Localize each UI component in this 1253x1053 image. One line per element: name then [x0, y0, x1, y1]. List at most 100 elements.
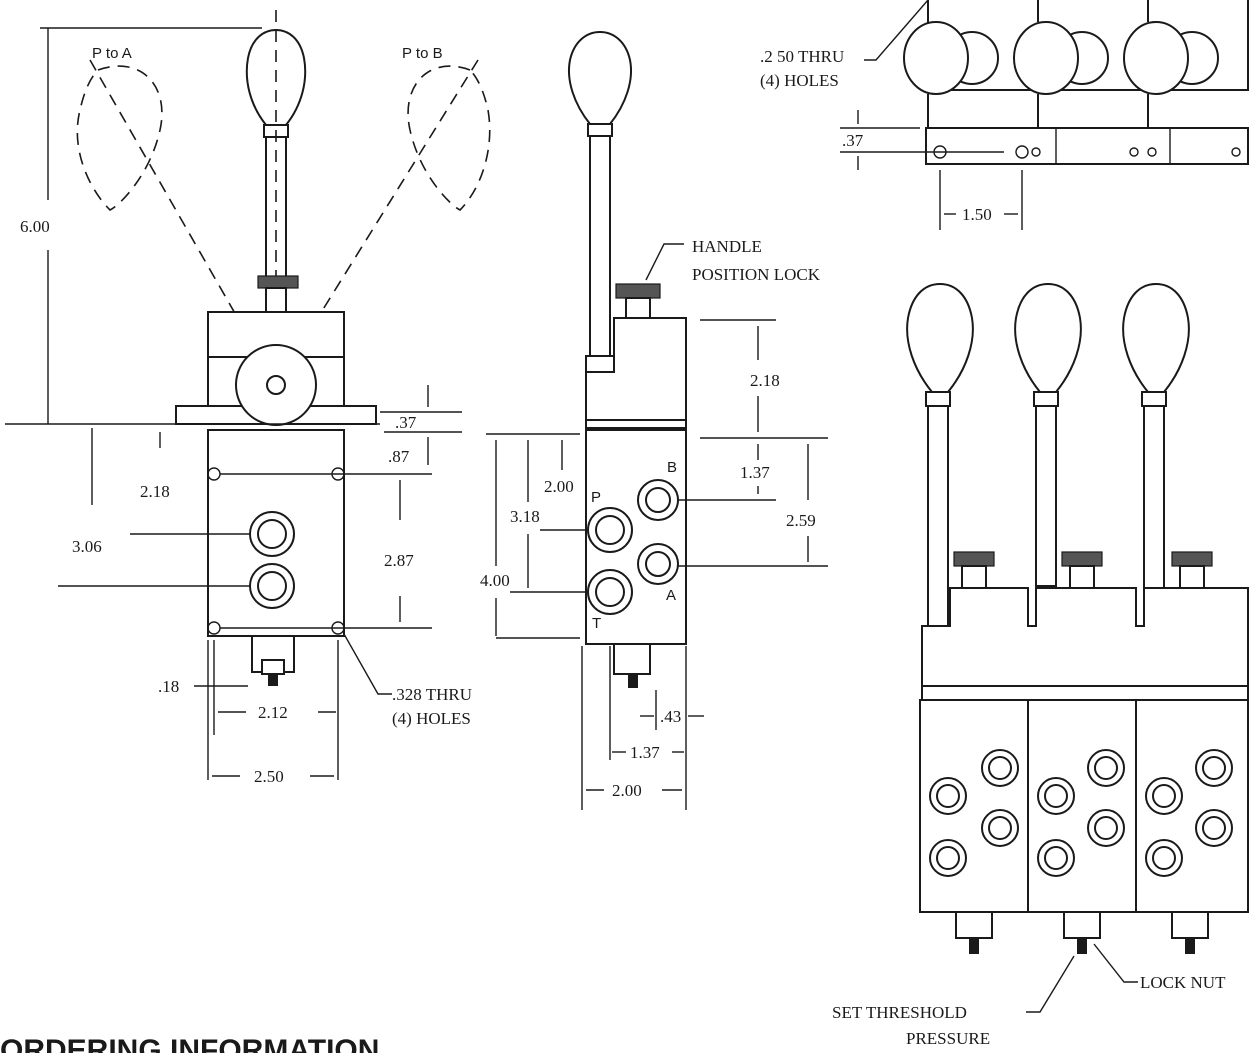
pivot-boss	[235, 344, 317, 426]
side-upper-housing	[585, 317, 687, 429]
range-line-left	[89, 59, 277, 386]
range-label-p-to-b: P to B	[402, 45, 443, 62]
assembly-view: LOCK NUT SET THRESHOLD PRESSURE	[832, 282, 1249, 1048]
assembly-collar	[1033, 391, 1059, 407]
dim-stem-offset: .43	[660, 707, 681, 726]
top-view: .37 1.50 .2 50 THRU (4) HOLES	[760, 0, 1249, 230]
lock-knurl-front	[257, 275, 299, 289]
assembly-adjuster	[1171, 911, 1209, 939]
port-p-inner	[595, 515, 625, 545]
side-handle-knob	[568, 30, 632, 125]
callout-mounting-holes-line1: .328 THRU	[392, 685, 472, 704]
assembly-collar	[925, 391, 951, 407]
range-lobe-left	[76, 65, 163, 211]
front-view: P to A P to B	[5, 10, 491, 786]
port-label-t: T	[592, 615, 601, 632]
port-label-a: A	[666, 587, 676, 604]
section-heading: ORDERING INFORMATION	[0, 1034, 379, 1053]
assembly-valve-bodies	[919, 699, 1249, 913]
assembly-stem	[1035, 405, 1057, 587]
assembly-adjuster-screw	[1185, 938, 1195, 954]
lock-knurl-side	[615, 283, 661, 299]
side-valve-body	[585, 429, 687, 645]
dim-port-b-offset: 1.37	[740, 463, 770, 482]
flange-hole	[1129, 147, 1139, 157]
top-flange	[925, 127, 1249, 165]
side-pressure-adjuster	[613, 643, 651, 675]
assembly-ports-2	[1037, 749, 1125, 877]
assembly-adjuster	[955, 911, 993, 939]
assembly-knob-1	[906, 282, 974, 393]
port-t-inner	[595, 577, 625, 607]
dim-flange-hole-spacing: 1.50	[962, 205, 992, 224]
dim-port-t-height: 3.18	[510, 507, 540, 526]
dim-stem-to-edge: 1.37	[630, 743, 660, 762]
callout-top-holes-line2: (4) HOLES	[760, 71, 839, 90]
dim-body-depth: 2.00	[612, 781, 642, 800]
side-handle-base	[585, 355, 615, 373]
flange-hole	[1015, 145, 1029, 159]
range-lobe-right	[407, 65, 491, 211]
callout-threshold-line1: SET THRESHOLD	[832, 1003, 967, 1022]
assembly-lock-stem	[1179, 565, 1205, 589]
side-handle-stem	[589, 135, 611, 357]
assembly-adjuster-screw	[1077, 938, 1087, 954]
dim-overall-height: 6.00	[20, 217, 50, 236]
port-a	[637, 543, 679, 585]
port-a-inner	[645, 551, 671, 577]
callout-lock-nut: LOCK NUT	[1140, 973, 1226, 992]
flange-hole	[1147, 147, 1157, 157]
assembly-knob-3	[1122, 282, 1190, 393]
dim-edge-offset: .18	[158, 677, 179, 696]
assembly-lock-stem	[961, 565, 987, 589]
assembly-lock-stem	[1069, 565, 1095, 589]
assembly-ports-1	[929, 749, 1019, 877]
port-fitting	[257, 519, 287, 549]
callout-top-holes-line1: .2 50 THRU	[760, 47, 844, 66]
side-handle-collar	[587, 123, 613, 137]
assembly-lock-knurl	[1171, 551, 1213, 567]
dim-hole-spacing-upper: 2.18	[140, 482, 170, 501]
callout-mounting-holes-line2: (4) HOLES	[392, 709, 471, 728]
adjuster-screw-front	[268, 674, 278, 686]
dim-port-p-height: 2.00	[544, 477, 574, 496]
port-label-b: B	[667, 459, 677, 476]
adjuster-nut-front	[261, 659, 285, 675]
assembly-adjuster-screw	[969, 938, 979, 954]
dim-port-spacing-ab: 2.59	[786, 511, 816, 530]
lock-stem-front	[265, 287, 287, 313]
port-b-inner	[645, 487, 671, 513]
port-label-p: P	[591, 489, 601, 506]
assembly-stem	[927, 405, 949, 627]
assembly-lock-knurl	[1061, 551, 1103, 567]
top-knob	[903, 21, 969, 95]
side-view: P B A T HANDLE POSITION LOCK 2.18 1.37 2…	[480, 30, 828, 810]
dim-body-width: 2.50	[254, 767, 284, 786]
callout-threshold-line2: PRESSURE	[906, 1029, 990, 1048]
lock-stem-side	[625, 297, 651, 319]
assembly-ports-3	[1145, 749, 1233, 877]
pivot-pin	[266, 375, 286, 395]
front-valve-body	[207, 429, 345, 637]
dim-hole-spacing-horizontal: 2.12	[258, 703, 288, 722]
range-label-p-to-a: P to A	[92, 45, 132, 62]
assembly-collar	[1141, 391, 1167, 407]
dim-hole-spacing-vertical: 2.87	[384, 551, 414, 570]
assembly-lock-knurl	[953, 551, 995, 567]
dim-port-spacing: 3.06	[72, 537, 102, 556]
assembly-adjuster	[1063, 911, 1101, 939]
port-fitting	[257, 571, 287, 601]
dim-side-upper-height: 2.18	[750, 371, 780, 390]
dim-base-thickness: .37	[395, 413, 417, 432]
top-knob	[1013, 21, 1079, 95]
dim-overall-body-height: 4.00	[480, 571, 510, 590]
dim-top-hole-offset: .87	[388, 447, 410, 466]
top-knob	[1123, 21, 1189, 95]
callout-lock-line2: POSITION LOCK	[692, 265, 821, 284]
flange-hole	[1231, 147, 1241, 157]
range-line-right	[275, 59, 479, 386]
assembly-knob-2	[1014, 282, 1082, 393]
flange-hole	[1031, 147, 1041, 157]
side-adjuster-screw	[628, 674, 638, 688]
